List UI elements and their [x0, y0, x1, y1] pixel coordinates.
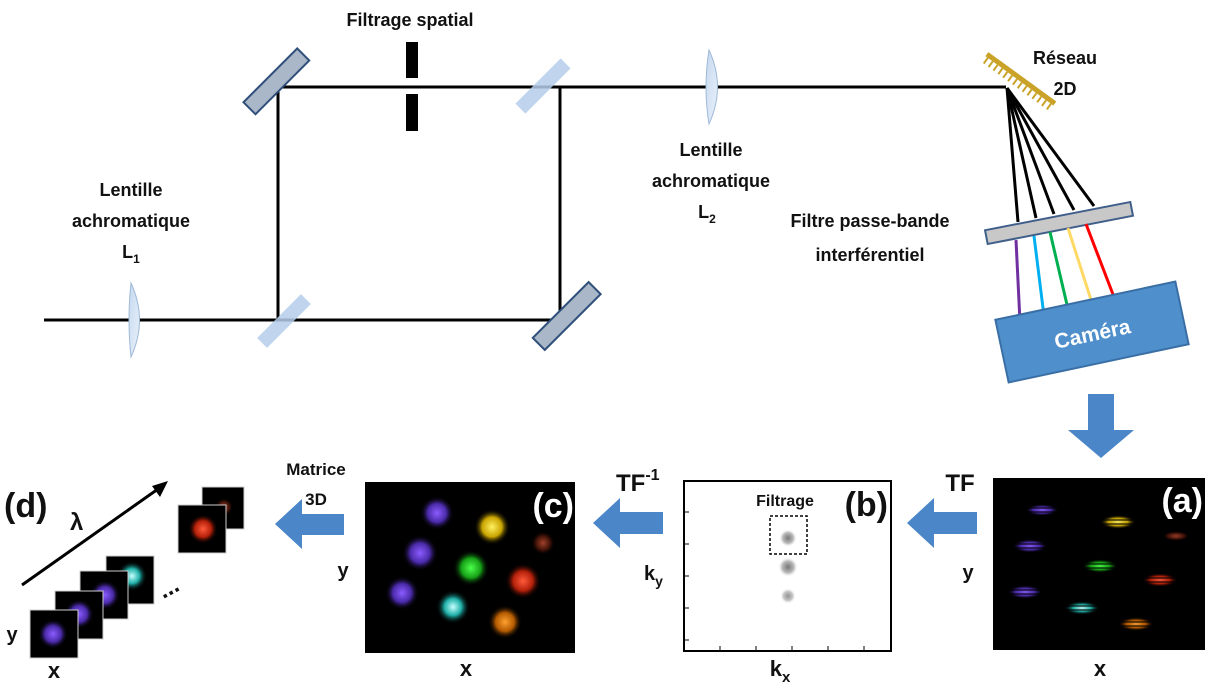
- svg-text:interférentiel: interférentiel: [815, 245, 924, 265]
- panel-d-y-label: y: [6, 624, 18, 646]
- svg-text:Matrice: Matrice: [286, 460, 346, 479]
- svg-text:L1: L1: [122, 242, 140, 266]
- lambda-axis: [21, 487, 159, 587]
- grating-2d-icon: [982, 52, 1057, 110]
- tf-arrow-icon: [907, 498, 977, 548]
- lambda-arrowhead-icon: [152, 481, 168, 497]
- camera-box: Caméra: [994, 280, 1190, 384]
- inverse-tf-label: TF-1: [616, 467, 660, 497]
- inverse-tf-arrow-icon: [593, 498, 663, 548]
- svg-text:L2: L2: [698, 202, 716, 226]
- lambda-label: λ: [70, 509, 83, 536]
- svg-text:3D: 3D: [305, 490, 327, 509]
- panel-a-image: [993, 478, 1205, 650]
- panel-a-x-label: x: [1094, 656, 1107, 681]
- panel-d-tag: (d): [4, 487, 47, 525]
- spectral-beams: [1014, 223, 1116, 323]
- panel-c-tag: (c): [532, 487, 574, 525]
- svg-text:2D: 2D: [1053, 79, 1076, 99]
- beam-splitter-1-icon: [257, 294, 311, 348]
- diffracted-beams: [1005, 87, 1096, 223]
- stack-ellipsis: ...: [153, 571, 183, 604]
- down-arrow-icon: [1068, 394, 1134, 458]
- lens-l2-label: Lentille achromatique L2: [652, 140, 770, 226]
- panel-a-y-label: y: [962, 562, 974, 584]
- filter-window-box: [769, 515, 808, 555]
- panel-c-y-label: y: [337, 560, 349, 582]
- svg-text:achromatique: achromatique: [72, 211, 190, 231]
- panel-b-image: [683, 480, 892, 652]
- panel-c-image: [365, 482, 575, 653]
- lens-l1-icon: [128, 281, 140, 359]
- spatial-filter-icon: [406, 42, 418, 131]
- beam-splitter-2-icon: [515, 58, 571, 114]
- panel-b-x-label: kx: [770, 656, 791, 686]
- svg-text:Filtre passe-bande: Filtre passe-bande: [790, 211, 949, 231]
- spectral-stack: [29, 486, 245, 659]
- beam-path: [44, 85, 1006, 322]
- svg-text:achromatique: achromatique: [652, 171, 770, 191]
- spatial-filter-label: Filtrage spatial: [346, 10, 473, 30]
- lens-l1-label: Lentille achromatique L1: [72, 180, 190, 266]
- panel-b-y-label: ky: [644, 563, 663, 589]
- mirror-2-icon: [531, 280, 603, 352]
- svg-text:Réseau: Réseau: [1033, 48, 1097, 68]
- matrix-3d-label: Matrice 3D: [286, 460, 346, 509]
- bandpass-filter-label: Filtre passe-bande interférentiel: [790, 211, 949, 265]
- panel-b-filter-label: Filtrage: [756, 493, 814, 510]
- panel-c-x-label: x: [460, 656, 473, 681]
- bandpass-filter-icon: [983, 200, 1135, 246]
- mirror-1-icon: [242, 47, 311, 116]
- matrix-arrow-icon: [275, 499, 344, 549]
- svg-text:Lentille: Lentille: [679, 140, 742, 160]
- grating-label: Réseau 2D: [1033, 48, 1097, 99]
- panel-a-tag: (a): [1161, 482, 1203, 520]
- tf-label: TF: [945, 470, 974, 497]
- panel-b-tag: (b): [845, 486, 888, 524]
- lens-l2-icon: [705, 48, 718, 126]
- panel-d-x-label: x: [48, 658, 61, 683]
- svg-text:Lentille: Lentille: [99, 180, 162, 200]
